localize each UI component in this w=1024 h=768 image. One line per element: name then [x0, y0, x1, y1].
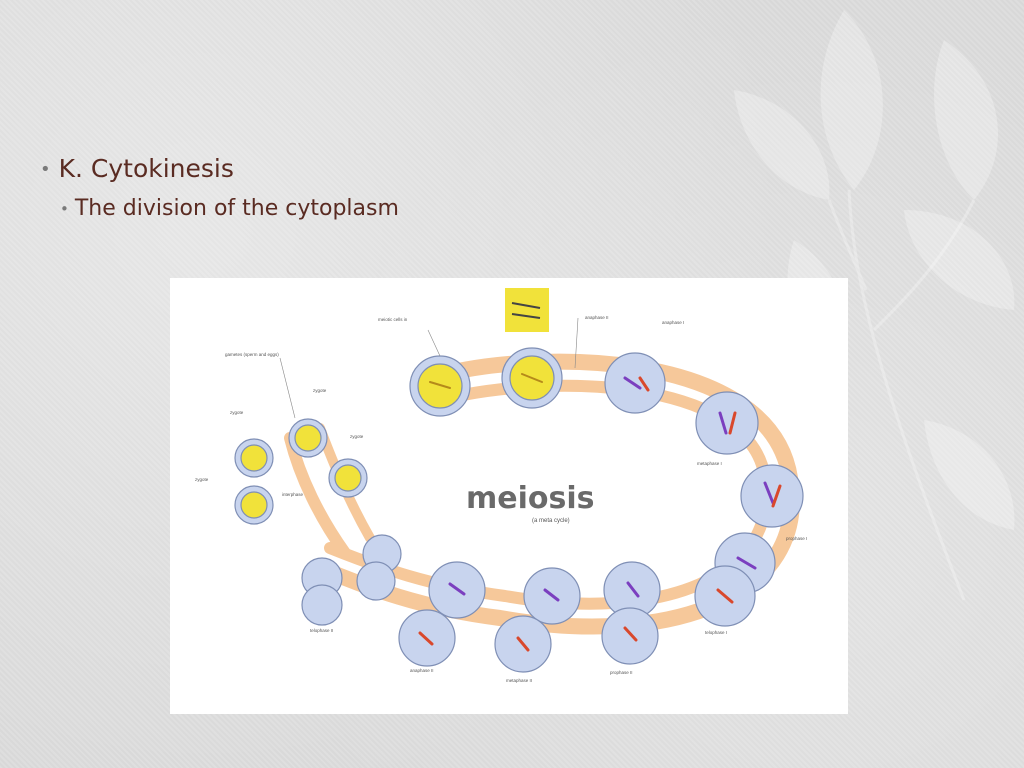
label-telophase-ii: telophase II	[310, 628, 333, 633]
diagram-subtitle: (a meta cycle)	[532, 518, 570, 524]
bullet-main-text: K. Cytokinesis	[58, 154, 234, 183]
label-anaphase-ii-top: anaphase II	[585, 315, 609, 320]
label-metaphase-ii: metaphase II	[506, 678, 532, 683]
meiosis-diagram: meiotic cells in anaphase II anaphase I …	[195, 288, 807, 683]
diagram-title: meiosis	[466, 481, 595, 516]
bullet-dot-icon: •	[40, 159, 51, 180]
callout-lines	[279, 317, 579, 419]
label-anaphase-i: anaphase I	[662, 320, 684, 325]
label-zygote-2: zygote	[313, 388, 327, 393]
label-prophase-i: prophase I	[786, 536, 807, 541]
inset-line	[511, 302, 541, 309]
bullet-sub: • The division of the cytoplasm	[60, 193, 399, 225]
label-zygote-3: zygote	[350, 434, 364, 439]
bullet-dot-icon: •	[60, 200, 69, 218]
chromosomes	[418, 373, 782, 652]
label-prophase-ii: prophase II	[610, 670, 633, 675]
label-zygote-1: zygote	[230, 410, 244, 415]
bullet-sub-text: The division of the cytoplasm	[74, 196, 399, 221]
gamete-cells	[234, 355, 555, 525]
inset-line	[511, 313, 541, 319]
label-interphase: interphase	[282, 492, 304, 497]
bullet-main: • K. Cytokinesis	[40, 150, 399, 189]
slide-text: • K. Cytokinesis • The division of the cyt…	[40, 150, 399, 225]
label-anaphase-ii: anaphase II	[410, 668, 434, 673]
label-zygote-4: zygote	[195, 477, 209, 482]
label-gametes: gametes (sperm and eggs)	[225, 352, 279, 357]
label-telophase-i: telophase I	[705, 630, 727, 635]
label-meiotic-cells: meiotic cells in	[378, 317, 408, 322]
label-metaphase-i: metaphase I	[697, 461, 722, 466]
inset-chromosome-image	[505, 288, 549, 332]
meiosis-figure: meiotic cells in anaphase II anaphase I …	[170, 278, 848, 714]
